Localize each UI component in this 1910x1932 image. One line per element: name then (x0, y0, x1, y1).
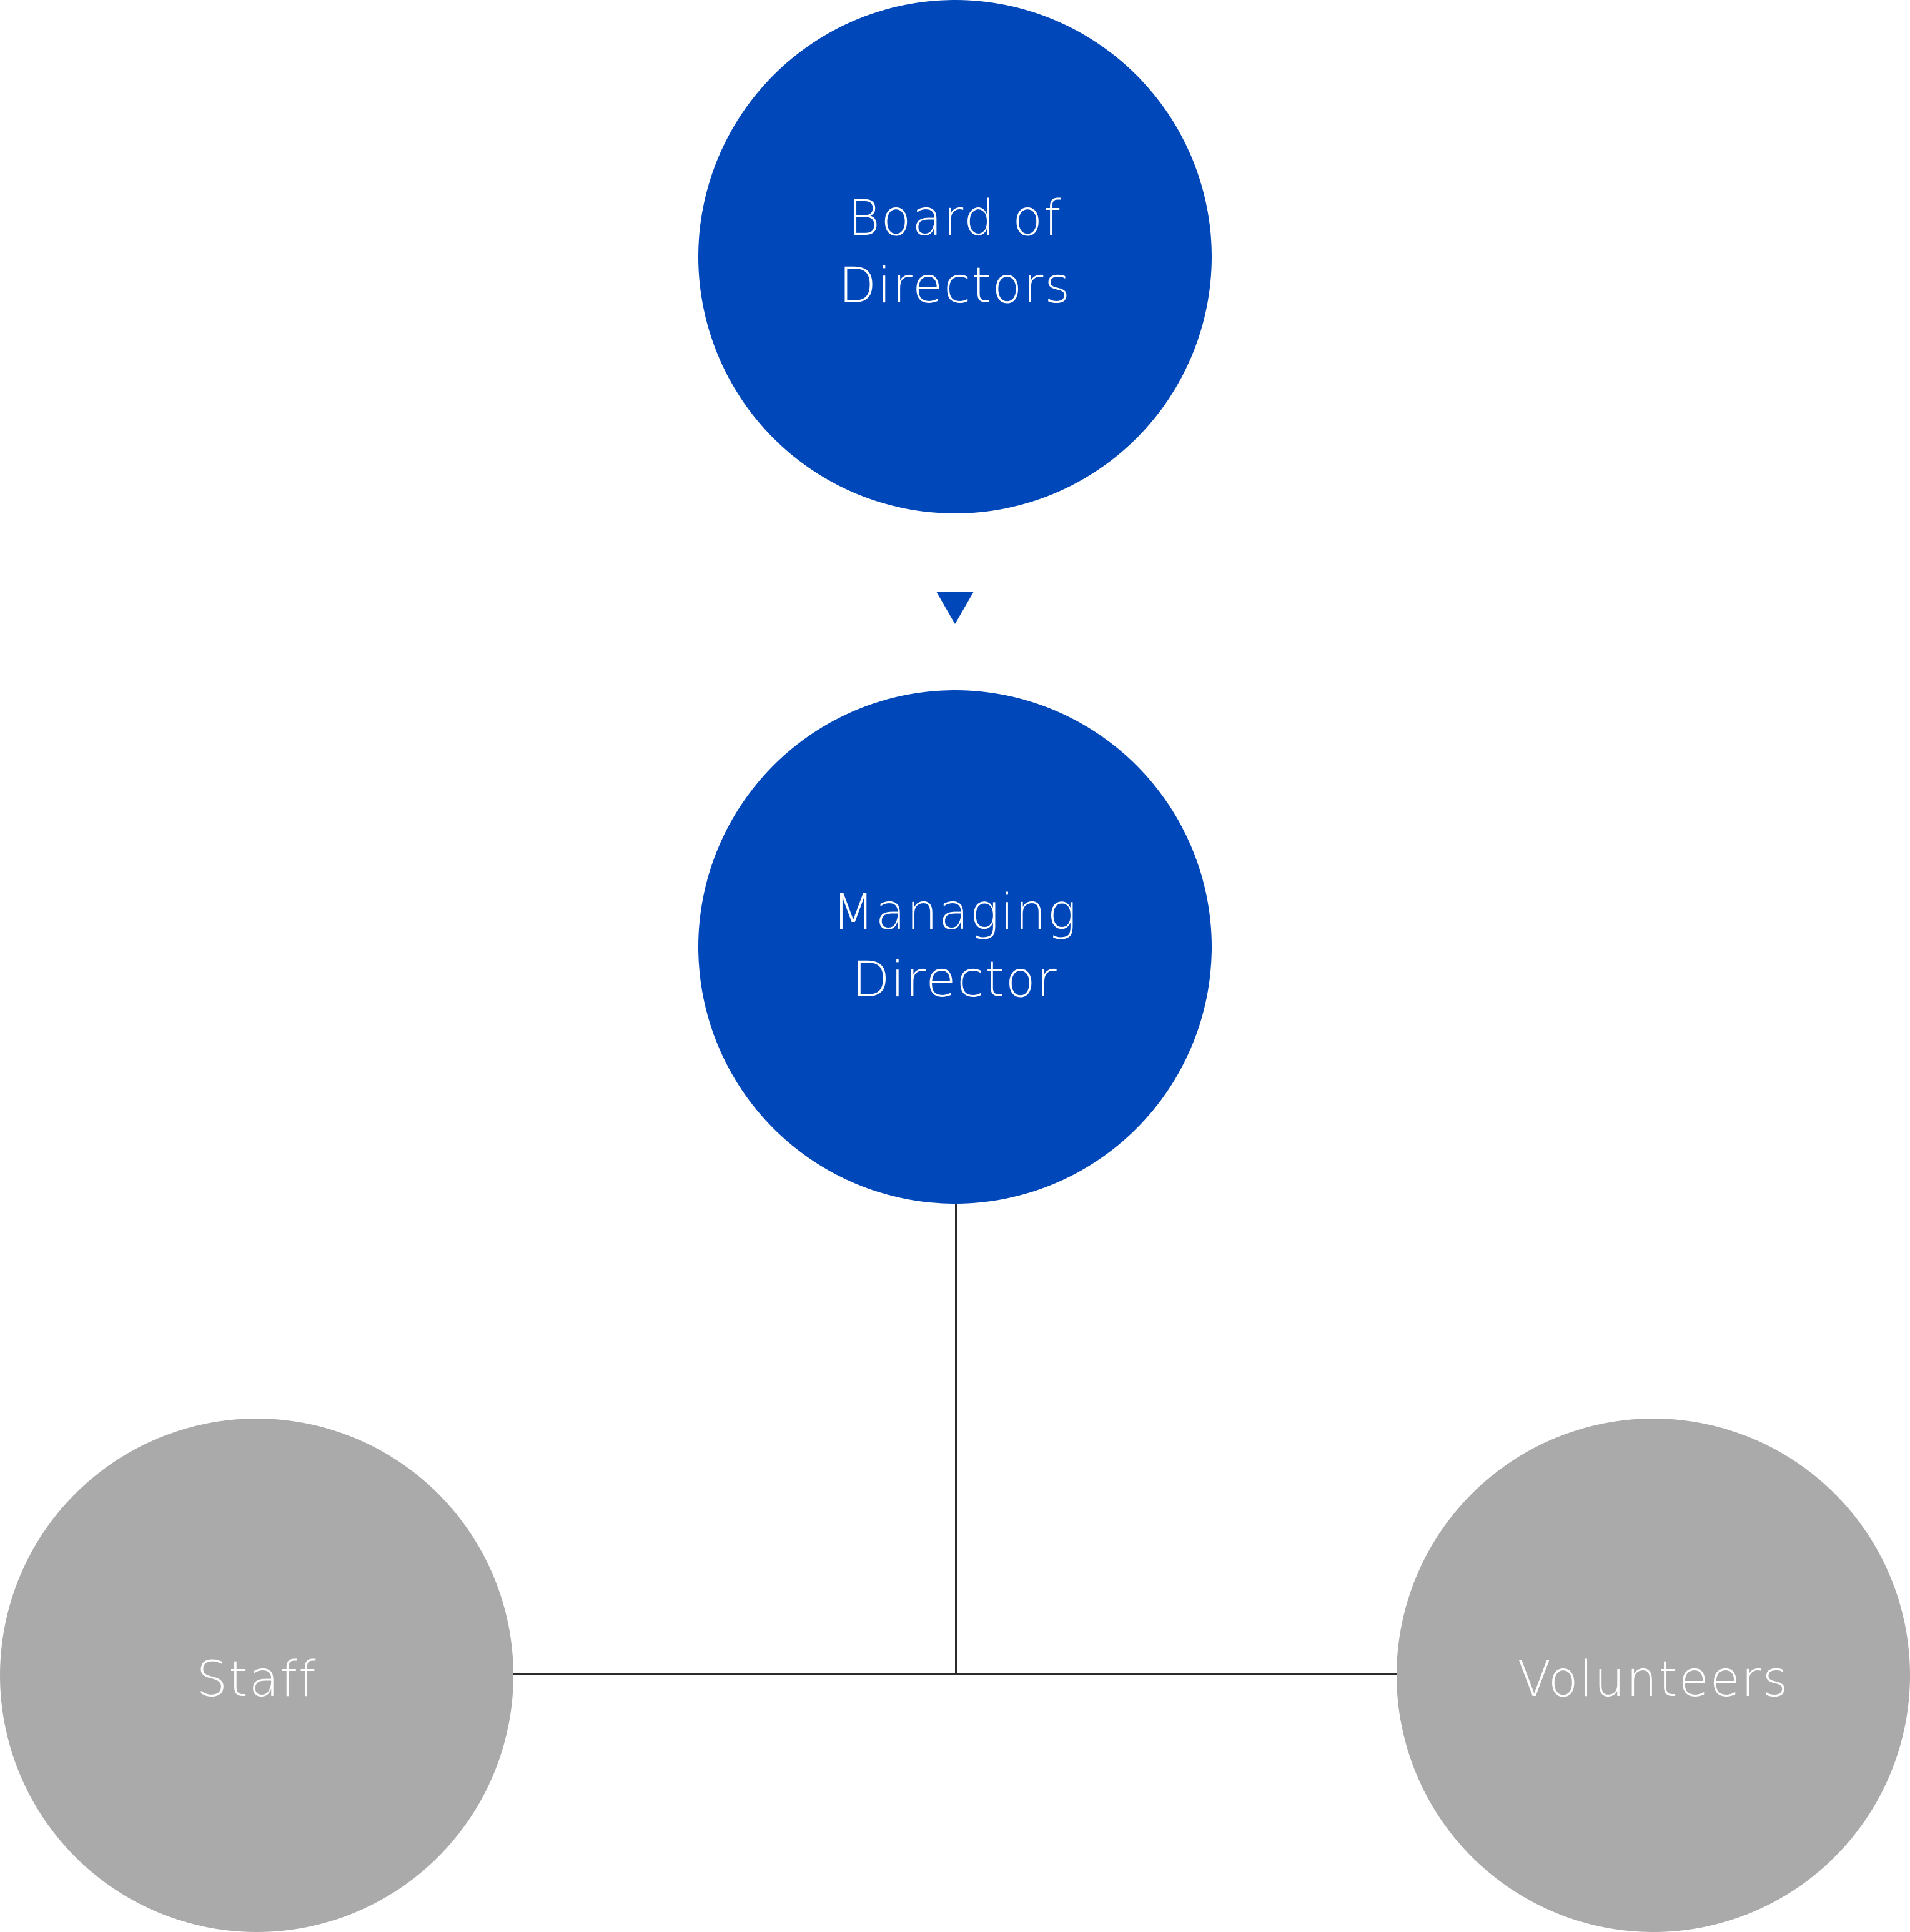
node-managing-director: Managing Director (698, 690, 1212, 1204)
connector-managing-director-down (955, 1204, 957, 1675)
arrow-down-icon (936, 592, 974, 624)
node-volunteers: Volunteers (1397, 1419, 1910, 1932)
node-board-of-directors: Board of Directors (698, 0, 1212, 513)
node-label-staff: Staff (196, 1652, 317, 1708)
node-staff: Staff (0, 1419, 513, 1932)
connector-staff-volunteers (513, 1673, 1397, 1675)
node-label-volunteers: Volunteers (1517, 1652, 1789, 1708)
node-label-managing-director: Managing Director (832, 884, 1078, 1008)
node-label-board-of-directors: Board of Directors (839, 191, 1071, 314)
